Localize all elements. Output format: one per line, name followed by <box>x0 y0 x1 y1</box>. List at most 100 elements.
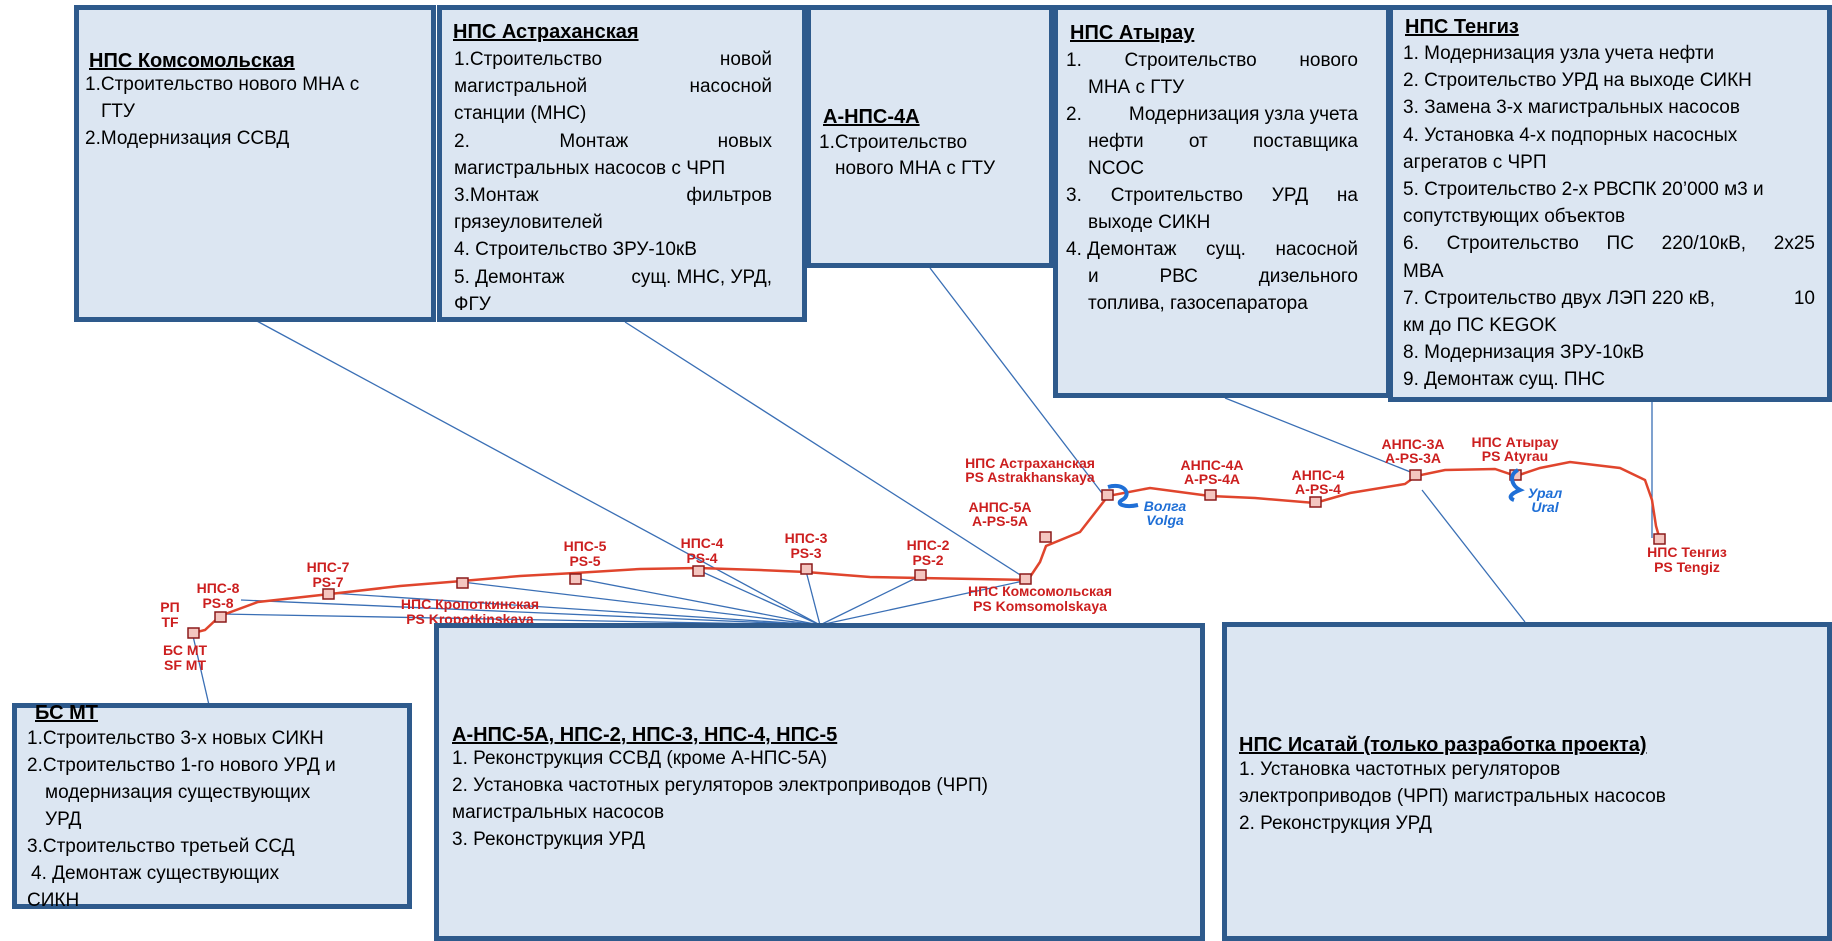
callout-line-part: магистральной <box>454 76 588 98</box>
callout-line: станции (МНС) <box>454 103 587 125</box>
label-tengiz-en: PS Tengiz <box>1654 559 1720 575</box>
label-ural-en: Ural <box>1531 499 1559 515</box>
callout-line-part: нефти <box>1088 131 1144 152</box>
label-anps-3a-en: A-PS-3A <box>1385 450 1441 466</box>
callout-title: А-НПС-4А <box>823 106 920 128</box>
callout-line-part: Строительство <box>1446 233 1579 255</box>
marker-bs-mt <box>187 627 200 639</box>
label-nps-4-en: PS-4 <box>686 550 717 566</box>
label-volga-en: Volga <box>1146 512 1184 528</box>
callout-line: УРД <box>45 809 82 830</box>
label-nps-7-en: PS-7 <box>312 574 343 590</box>
label-astrakhanskaya-ru: НПС Астраханская <box>965 455 1095 471</box>
callout-line-part: 2. <box>1066 104 1082 125</box>
callout-line: ГТУ <box>101 101 135 122</box>
label-bs-mt-en: SF MT <box>164 657 206 673</box>
leader-line-isatay <box>1421 489 1526 623</box>
label-anps-5a-en: A-PS-5A <box>972 513 1028 529</box>
marker-anps-4 <box>1309 496 1322 508</box>
callout-line-part: насосной <box>689 76 772 98</box>
marker-anps-3a <box>1409 469 1422 481</box>
label-atyrau-en: PS Atyrau <box>1482 448 1548 464</box>
callout-line-part: 2х25 <box>1773 233 1815 255</box>
label-astrakhanskaya-en: PS Astrakhanskaya <box>965 469 1095 485</box>
callout-line-part: 10 <box>1793 287 1815 309</box>
label-anps-4-ru: АНПС-4 <box>1292 467 1345 483</box>
callout-line: 6. Строительство ПС 220/10кВ, 2х25 <box>1403 233 1815 255</box>
marker-astrakhanskaya <box>1101 489 1114 501</box>
callout-line: 1.Строительство <box>819 132 968 153</box>
callout-line: 4. Строительство ЗРУ-10кВ <box>454 239 697 261</box>
label-atyrau-ru: НПС Атырау <box>1471 434 1558 450</box>
callout-line: NCOC <box>1088 158 1144 179</box>
marker-tengiz <box>1653 533 1666 545</box>
callout-line-part: 220/10кВ, <box>1661 233 1747 255</box>
callout-line-part: 1.Строительство <box>454 49 603 70</box>
callout-line-part: УРД <box>1271 185 1309 206</box>
leader-line-astrakhanskaya <box>624 321 1026 579</box>
callout-line: 4. Установка 4-х подпорных насосных <box>1403 124 1738 146</box>
callout-line: 3.Строительство третьей ССД <box>27 836 295 857</box>
callout-title: НПС Атырау <box>1070 22 1195 44</box>
label-rp-en: TF <box>161 614 179 630</box>
callout-line: топлива, газосепаратора <box>1088 293 1308 314</box>
label-anps-4a-ru: АНПС-4А <box>1181 457 1244 473</box>
callout-line: модернизация существующих <box>45 782 311 803</box>
callout-line: 1.Строительство новой <box>454 49 772 71</box>
callout-line: 5. Строительство 2-х РВСПК 20’000 м3 и <box>1403 179 1764 200</box>
callout-line-part: Строительство <box>1124 50 1257 71</box>
label-nps-5-ru: НПС-5 <box>564 538 607 554</box>
callout-line: 2.Строительство 1-го нового УРД и <box>27 755 336 776</box>
callout-line: выходе СИКН <box>1088 212 1211 233</box>
label-tengiz-ru: НПС Тенгиз <box>1647 544 1727 560</box>
label-anps-4-en: A-PS-4 <box>1295 481 1341 497</box>
callout-line: км до ПС KEGOK <box>1403 315 1557 336</box>
marker-nps-8 <box>214 611 227 623</box>
callout-line-part: 7. Строительство двух ЛЭП 220 кВ, <box>1403 287 1715 309</box>
callout-line-part: от <box>1188 131 1208 152</box>
leader-lines <box>192 267 1653 706</box>
marker-nps-2 <box>914 569 927 581</box>
callout-line: магистральной насосной <box>454 76 772 98</box>
callout-line: 2.Модернизация узла учета <box>1066 104 1358 126</box>
label-nps-3-ru: НПС-3 <box>785 530 828 546</box>
leader-line-bs-mt <box>192 635 210 706</box>
station-markers <box>187 469 1666 639</box>
callout-line-part: РВС <box>1159 266 1198 287</box>
callout-line: 1.Строительство 3-х новых СИКН <box>27 728 324 749</box>
callout-line: 2. Установка частотных регуляторов элект… <box>452 775 988 796</box>
callout-title: НПС Тенгиз <box>1405 16 1519 38</box>
label-nps-7-ru: НПС-7 <box>307 559 350 575</box>
label-anps-5a-ru: АНПС-5А <box>969 499 1032 515</box>
callout-line-part: насосной <box>1275 239 1358 260</box>
callout-line: СИКН <box>27 890 80 911</box>
callout-line-part: на <box>1336 185 1358 206</box>
callout-line: 3. Реконструкция УРД <box>452 829 645 850</box>
volga-river-shape <box>1107 483 1139 509</box>
label-nps-8-ru: НПС-8 <box>197 580 240 596</box>
callout-title: БС МТ <box>35 702 98 724</box>
callout-line: 7. Строительство двух ЛЭП 220 кВ, 10 <box>1403 288 1815 310</box>
callout-line-part: 4. Демонтаж <box>1066 239 1177 260</box>
label-komsomolskaya-ru: НПС Комсомольская <box>968 583 1112 599</box>
callout-line: агрегатов с ЧРП <box>1403 151 1547 173</box>
callout-line-part: новой <box>719 49 772 70</box>
leader-fan-group <box>220 569 1029 626</box>
label-nps-8-en: PS-8 <box>202 595 233 611</box>
callout-line-part: 3.Монтаж <box>454 185 539 206</box>
label-volga-ru: Волга <box>1144 498 1187 514</box>
callout-line: 2. Строительство УРД на выходе СИКН <box>1403 70 1752 92</box>
callout-line-part: и <box>1088 266 1099 287</box>
callout-line-part: 6. <box>1403 233 1419 255</box>
callout-line-part: ПС <box>1606 233 1634 255</box>
marker-nps-4 <box>692 565 705 577</box>
callout-line: 1.Строительство нового МНА с <box>85 74 360 95</box>
callout-line: 1. Установка частотных регуляторов <box>1239 759 1561 780</box>
label-nps-3-en: PS-3 <box>790 545 821 561</box>
